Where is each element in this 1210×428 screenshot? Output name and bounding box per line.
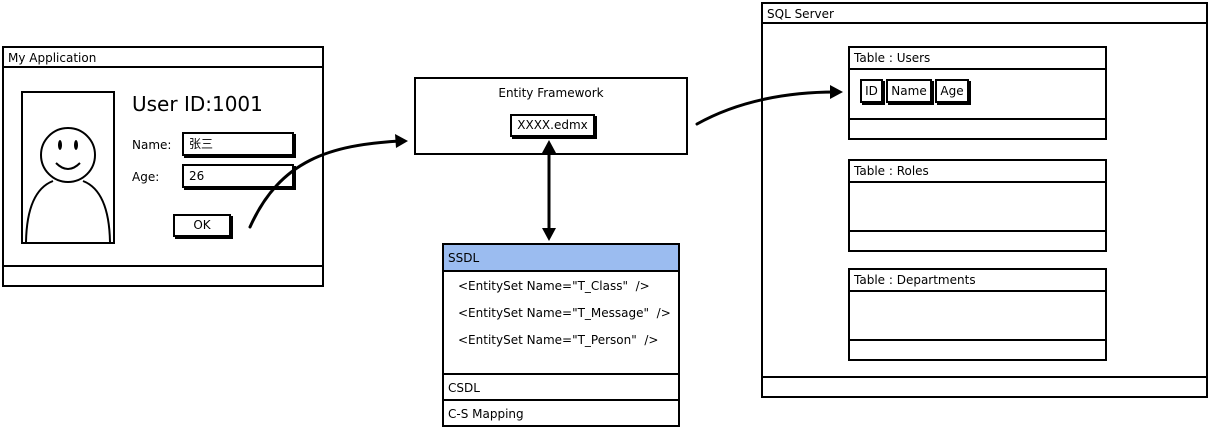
table-users-title: Table : Users: [850, 48, 1105, 70]
csdl-section-header[interactable]: CSDL: [444, 373, 678, 401]
entity-set-t-message: <EntitySet Name="T_Message" />: [458, 306, 671, 320]
arrow-ef-to-sql: [695, 90, 837, 126]
column-name: Name: [886, 79, 932, 103]
user-id-heading: User ID:1001: [132, 92, 263, 116]
sql-server-window: SQL Server Table : Users ID Name Age Tab…: [761, 2, 1208, 398]
model-panel: SSDL <EntitySet Name="T_Class" /> <Entit…: [442, 243, 680, 427]
table-departments-footer: [850, 339, 1105, 359]
app-window-title: My Application: [4, 48, 322, 68]
arrow-app-to-ef: [248, 139, 402, 229]
name-label: Name:: [132, 138, 172, 152]
arrowhead-up: [542, 140, 556, 153]
column-id: ID: [860, 79, 883, 103]
edmx-file[interactable]: XXXX.edmx: [510, 114, 595, 137]
entity-framework-box: Entity Framework XXXX.edmx: [414, 77, 688, 155]
table-roles-footer: [850, 230, 1105, 250]
age-field[interactable]: 26: [182, 164, 294, 188]
sql-server-footer: [763, 376, 1206, 396]
name-field[interactable]: 张三: [182, 132, 294, 156]
ssdl-section-header[interactable]: SSDL: [444, 245, 678, 272]
sql-server-title: SQL Server: [763, 4, 1206, 24]
table-users-footer: [850, 118, 1105, 138]
table-roles-title: Table : Roles: [850, 161, 1105, 183]
entity-framework-title: Entity Framework: [498, 86, 604, 100]
table-users: Table : Users ID Name Age: [848, 46, 1107, 140]
table-departments: Table : Departments: [848, 268, 1107, 361]
ok-button[interactable]: OK: [173, 214, 231, 237]
arrowhead-sql: [830, 85, 843, 99]
app-window-footer: [4, 265, 322, 285]
cs-mapping-section-header[interactable]: C-S Mapping: [448, 407, 524, 421]
arrowhead-down: [542, 228, 556, 241]
arrowhead-ef: [395, 134, 408, 148]
person-icon: [25, 127, 111, 242]
my-application-window: My Application User ID:1001 Name: 张三 Age…: [2, 46, 324, 287]
table-departments-title: Table : Departments: [850, 270, 1105, 292]
avatar: [21, 91, 115, 244]
entity-set-t-class: <EntitySet Name="T_Class" />: [458, 279, 650, 293]
entity-set-t-person: <EntitySet Name="T_Person" />: [458, 333, 659, 347]
column-age: Age: [935, 79, 969, 103]
age-label: Age:: [132, 170, 160, 184]
table-roles: Table : Roles: [848, 159, 1107, 252]
